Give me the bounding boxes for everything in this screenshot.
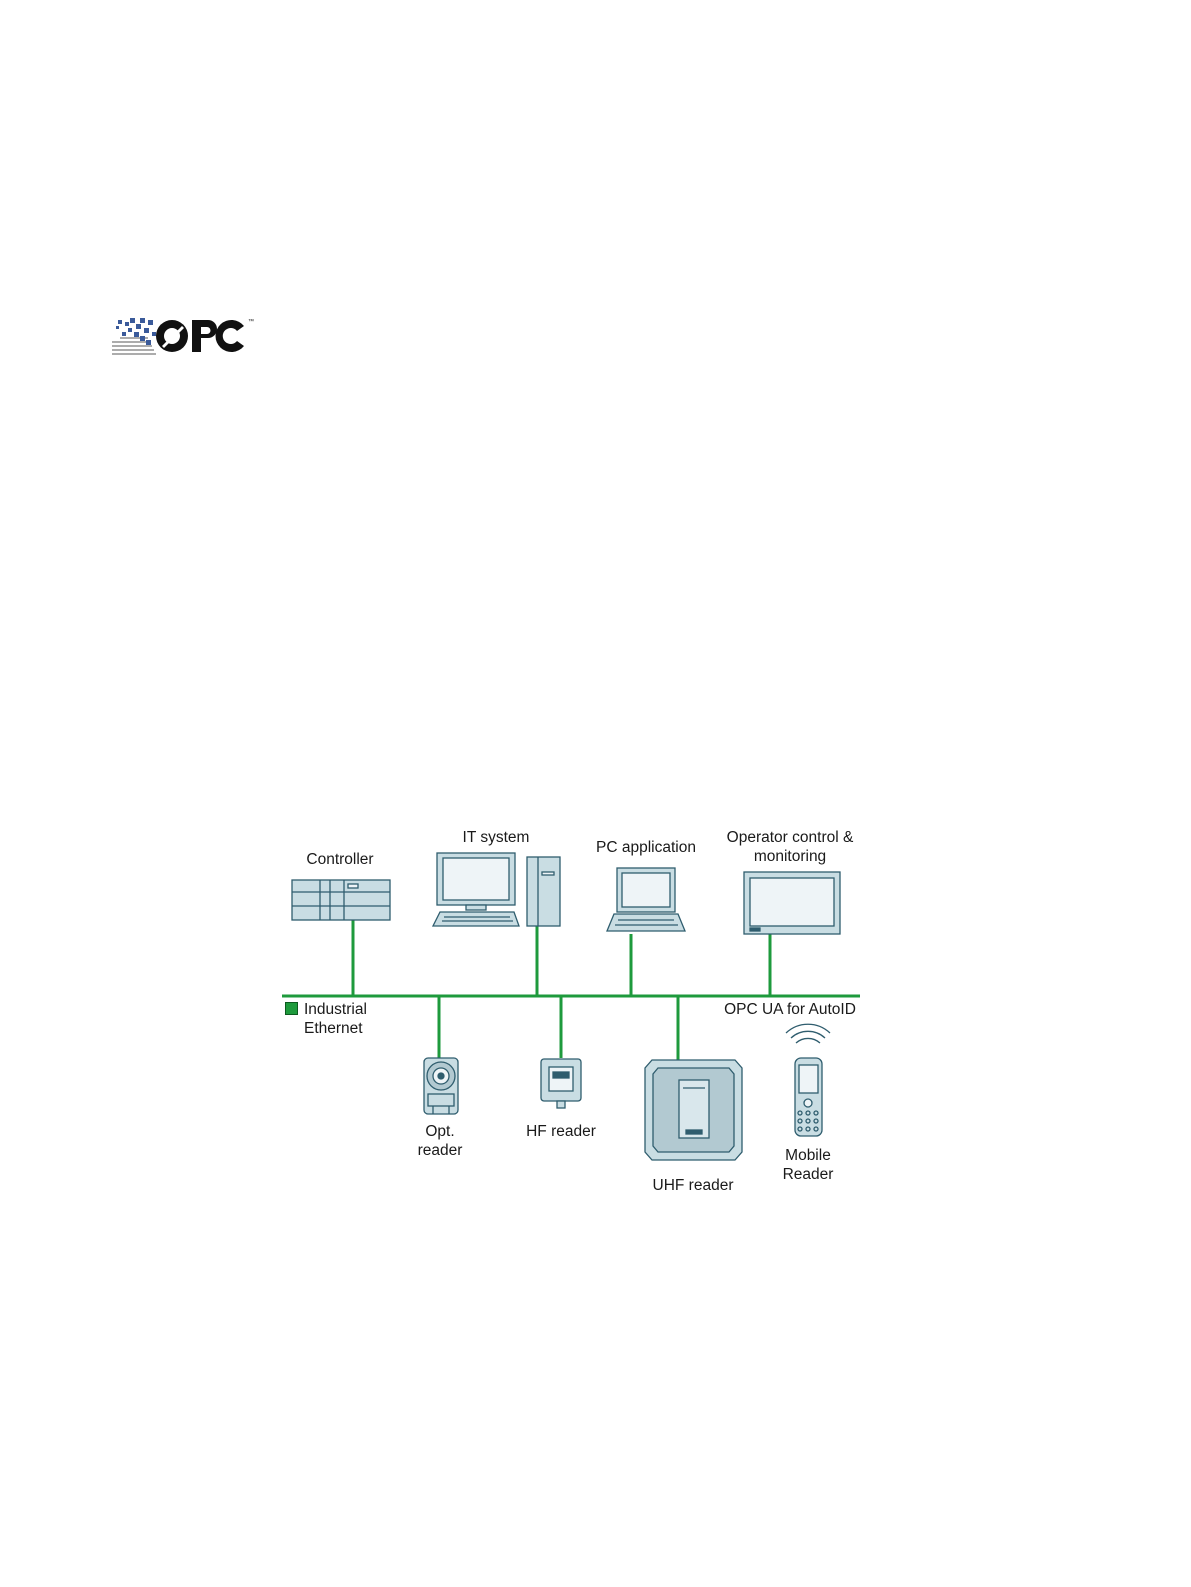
mobile-reader-icon bbox=[786, 1024, 830, 1136]
laptop-icon bbox=[607, 868, 685, 931]
mobile-reader-label-line1: Mobile bbox=[768, 1146, 848, 1165]
mobile-reader-label-line2: Reader bbox=[768, 1165, 848, 1184]
plc-controller-icon bbox=[292, 880, 390, 920]
optical-reader-icon bbox=[424, 1058, 458, 1114]
hf-reader-label: HF reader bbox=[511, 1122, 611, 1141]
industrial-ethernet-legend-swatch bbox=[285, 1002, 298, 1015]
operator-panel-label-line1: Operator control & bbox=[715, 828, 865, 847]
uhf-reader-label: UHF reader bbox=[643, 1176, 743, 1195]
legend-label-line1: Industrial bbox=[304, 1000, 367, 1019]
optical-reader-label-line2: reader bbox=[400, 1141, 480, 1160]
hmi-panel-icon bbox=[744, 872, 840, 934]
legend-label-line2: Ethernet bbox=[304, 1019, 363, 1038]
desktop-pc-icon bbox=[433, 853, 560, 926]
protocol-label: OPC UA for AutoID bbox=[715, 1000, 865, 1019]
uhf-reader-icon bbox=[645, 1060, 742, 1160]
operator-panel-label-line2: monitoring bbox=[715, 847, 865, 866]
it-system-label: IT system bbox=[446, 828, 546, 847]
hf-reader-icon bbox=[541, 1059, 581, 1108]
optical-reader-label-line1: Opt. bbox=[400, 1122, 480, 1141]
controller-label: Controller bbox=[290, 850, 390, 869]
pc-application-label: PC application bbox=[586, 838, 706, 857]
